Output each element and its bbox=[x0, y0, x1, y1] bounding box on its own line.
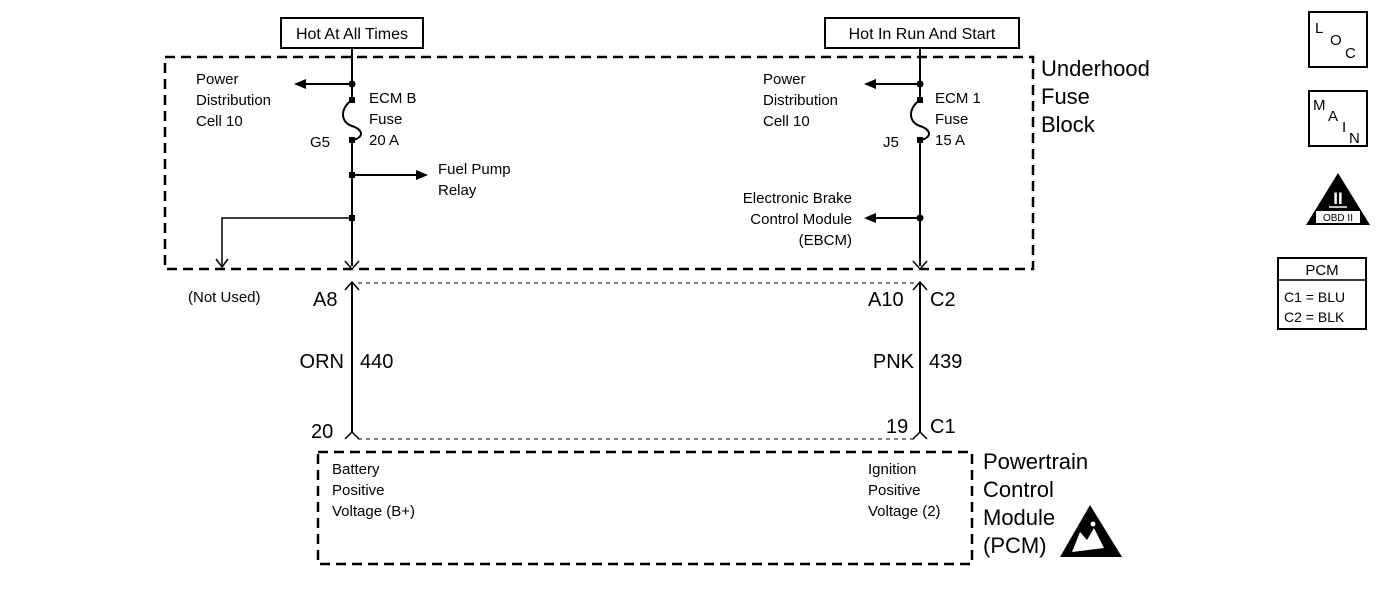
label-line: 20 A bbox=[369, 132, 399, 149]
loc-letter: O bbox=[1330, 32, 1342, 49]
esd-warning-icon bbox=[1060, 505, 1122, 557]
label-line: Ignition bbox=[868, 461, 916, 478]
pcm-title-line: (PCM) bbox=[983, 533, 1047, 558]
pcm-connector-legend: PCM C1 = BLU C2 = BLK bbox=[1277, 257, 1367, 330]
label-line: Voltage (2) bbox=[868, 503, 941, 520]
hot-in-run-and-start-label: Hot In Run And Start bbox=[849, 26, 996, 43]
label-line: ECM B bbox=[369, 90, 417, 107]
label-line: Fuse bbox=[935, 111, 968, 128]
label-line: Electronic Brake bbox=[743, 190, 852, 207]
label-line: Distribution bbox=[196, 92, 271, 109]
label-line: Power bbox=[196, 71, 239, 88]
label-line: Positive bbox=[868, 482, 921, 499]
obd-numeral: II bbox=[1333, 189, 1342, 208]
hot-at-all-times-box: Hot At All Times bbox=[280, 17, 424, 49]
pcm-title-line: Module bbox=[983, 505, 1055, 530]
left-top-connector-chevron bbox=[344, 280, 360, 291]
loc-letter: C bbox=[1345, 45, 1356, 62]
legend-row: C2 = BLK bbox=[1284, 309, 1345, 325]
main-letter: M bbox=[1313, 97, 1326, 114]
label-line: 15 A bbox=[935, 132, 965, 149]
wire-right-color: PNK bbox=[873, 351, 915, 373]
connector-c1-label: C1 bbox=[930, 416, 956, 438]
right-bottom-connector-chevron bbox=[912, 430, 928, 440]
underhood-fuse-block-title: Underhood Fuse Block bbox=[1041, 56, 1150, 137]
left-circuit bbox=[215, 48, 428, 271]
not-used-label: (Not Used) bbox=[188, 289, 261, 306]
wire-right-circuit: 439 bbox=[929, 351, 962, 373]
pin-a8-label: A8 bbox=[313, 289, 337, 311]
pin-a10-label: A10 bbox=[868, 289, 904, 311]
pcm-ignition-label: Ignition Positive Voltage (2) bbox=[868, 461, 941, 520]
hot-in-run-and-start-box: Hot In Run And Start bbox=[824, 17, 1020, 49]
label-line: Power bbox=[763, 71, 806, 88]
underhood-fuse-block-outline bbox=[163, 55, 1035, 271]
left-bottom-connector-chevron bbox=[344, 430, 360, 440]
label-line: Distribution bbox=[763, 92, 838, 109]
main-letter: A bbox=[1328, 108, 1338, 125]
label-line: ECM 1 bbox=[935, 90, 981, 107]
pcm-battery-label: Battery Positive Voltage (B+) bbox=[332, 461, 415, 520]
g5-terminal-label: G5 bbox=[310, 134, 330, 151]
main-letter: I bbox=[1342, 119, 1346, 136]
right-top-connector-chevron bbox=[912, 280, 928, 291]
j5-terminal-label: J5 bbox=[883, 134, 899, 151]
label-line: Cell 10 bbox=[196, 113, 243, 130]
label-line: Fuel Pump bbox=[438, 161, 511, 178]
left-power-distribution-label: Power Distribution Cell 10 bbox=[196, 71, 271, 130]
fuse-block-title-line: Fuse bbox=[1041, 84, 1090, 109]
legend-title: PCM bbox=[1305, 262, 1338, 279]
ebcm-label: Electronic Brake Control Module (EBCM) bbox=[743, 190, 852, 249]
main-icon: M A I N bbox=[1308, 90, 1368, 147]
label-line: (EBCM) bbox=[799, 232, 852, 249]
label-line: Cell 10 bbox=[763, 113, 810, 130]
obd-ii-icon: II OBD II bbox=[1306, 173, 1370, 225]
legend-row: C1 = BLU bbox=[1284, 289, 1345, 305]
hot-at-all-times-label: Hot At All Times bbox=[296, 26, 408, 43]
label-line: Battery bbox=[332, 461, 380, 478]
label-line: Positive bbox=[332, 482, 385, 499]
ecm-b-fuse-label: ECM B Fuse 20 A bbox=[369, 90, 417, 149]
fuse-block-title-line: Underhood bbox=[1041, 56, 1150, 81]
pcm-title-line: Control bbox=[983, 477, 1054, 502]
pin-19-label: 19 bbox=[886, 416, 908, 438]
obd-label: OBD II bbox=[1323, 213, 1353, 224]
wire-left-circuit: 440 bbox=[360, 351, 393, 373]
label-line: Relay bbox=[438, 182, 477, 199]
loc-icon: L O C bbox=[1308, 11, 1368, 68]
pcm-outline bbox=[316, 450, 974, 566]
fuel-pump-relay-label: Fuel Pump Relay bbox=[438, 161, 511, 199]
label-line: Fuse bbox=[369, 111, 402, 128]
right-power-distribution-label: Power Distribution Cell 10 bbox=[763, 71, 838, 130]
main-letter: N bbox=[1349, 130, 1360, 147]
pcm-title: Powertrain Control Module (PCM) bbox=[983, 449, 1088, 558]
loc-letter: L bbox=[1315, 20, 1323, 37]
pcm-title-line: Powertrain bbox=[983, 449, 1088, 474]
pin-20-label: 20 bbox=[311, 421, 333, 443]
label-line: Control Module bbox=[750, 211, 852, 228]
ecm-1-fuse-label: ECM 1 Fuse 15 A bbox=[935, 90, 981, 149]
right-circuit bbox=[864, 48, 930, 271]
wire-left-color: ORN bbox=[300, 351, 344, 373]
connector-c2-label: C2 bbox=[930, 289, 956, 311]
label-line: Voltage (B+) bbox=[332, 503, 415, 520]
fuse-block-title-line: Block bbox=[1041, 112, 1096, 137]
